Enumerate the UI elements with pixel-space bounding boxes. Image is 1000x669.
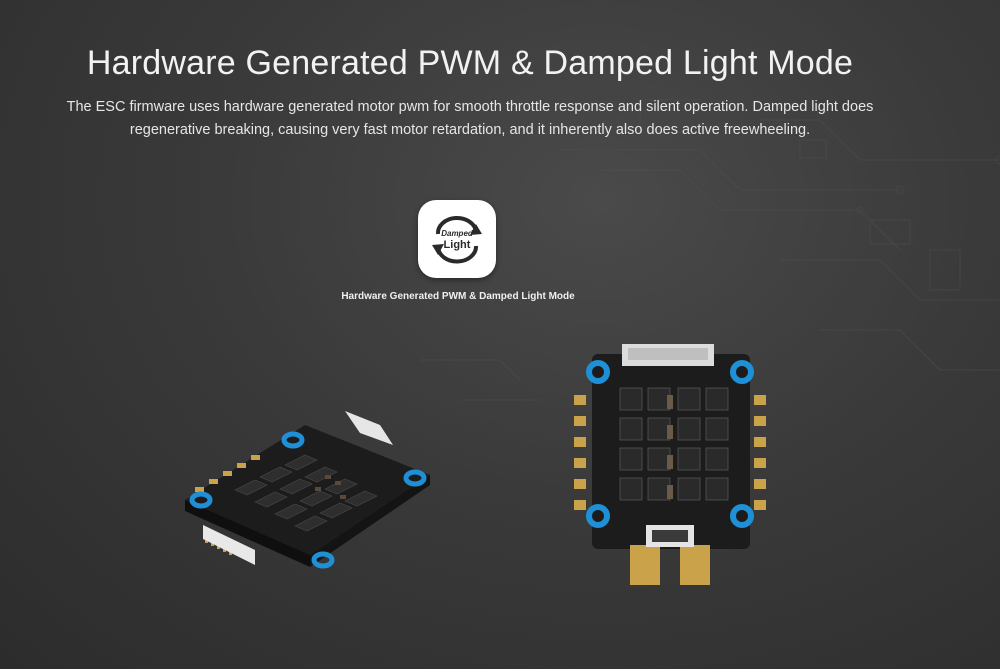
page-title: Hardware Generated PWM & Damped Light Mo…: [86, 44, 854, 82]
feature-label: Hardware Generated PWM & Damped Light Mo…: [341, 291, 575, 302]
page-description: The ESC firmware uses hardware generated…: [66, 99, 874, 138]
icon-text-top: Damped: [441, 229, 474, 238]
esc-board-angled-image: [185, 411, 430, 569]
icon-text-bottom: Light: [444, 239, 471, 251]
esc-board-top-view-image: [574, 344, 766, 585]
damped-light-icon: Damped Light: [418, 200, 496, 278]
